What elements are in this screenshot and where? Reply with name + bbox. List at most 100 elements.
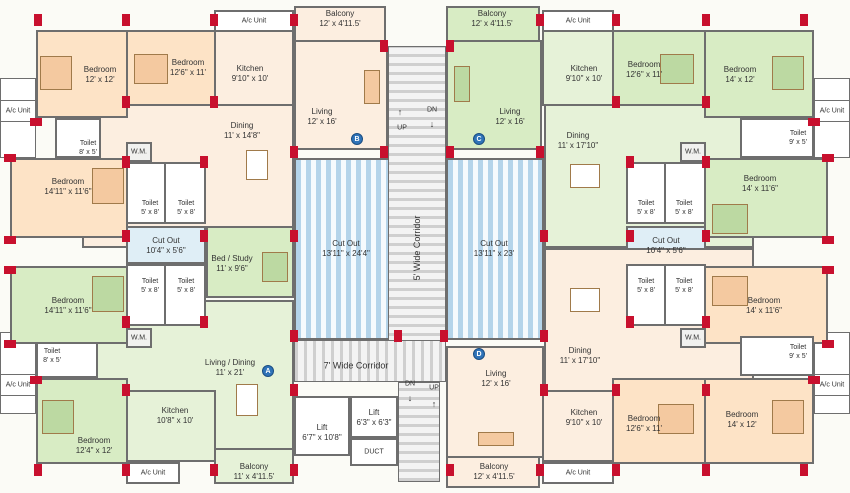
- toilet-d: [740, 336, 814, 376]
- toilet-a2: [126, 264, 166, 326]
- toilet-a3: [164, 264, 206, 326]
- ac-unit-right-2-label: A/c Unit: [819, 381, 845, 389]
- pillar: [122, 384, 130, 396]
- duct-label: DUCT: [364, 448, 384, 456]
- pillar: [200, 156, 208, 168]
- bed-b3: [92, 168, 124, 204]
- bed-b2: [134, 54, 168, 84]
- stair-dn-bottom: DN: [404, 380, 416, 388]
- pillar: [122, 464, 130, 476]
- pillar: [800, 464, 808, 476]
- pillar: [4, 266, 16, 274]
- bed-c2: [772, 56, 804, 90]
- table-c: [570, 164, 600, 188]
- ac-unit-left-2-label: A/c Unit: [5, 381, 31, 389]
- pillar: [290, 384, 298, 396]
- bed-d1: [712, 276, 748, 306]
- pillar: [30, 376, 42, 384]
- lift-2: [350, 396, 398, 438]
- bed-c1: [660, 54, 694, 84]
- wm-d-label: W.M.: [685, 334, 701, 342]
- lift-1: [294, 396, 350, 456]
- corridor-7ft-label: 7' Wide Corridor: [323, 360, 389, 371]
- pillar: [702, 14, 710, 26]
- ac-unit-left-1-label: A/c Unit: [5, 107, 31, 115]
- pillar: [210, 464, 218, 476]
- ac-unit-bottom-right-label: A/c Unit: [565, 469, 591, 477]
- pillar: [800, 14, 808, 26]
- unit-c-marker: C: [473, 133, 485, 145]
- pillar: [612, 384, 620, 396]
- pillar: [394, 330, 402, 342]
- cutout-a: [294, 158, 398, 340]
- wm-c-label: W.M.: [685, 148, 701, 156]
- pillar: [4, 154, 16, 162]
- pillar: [612, 14, 620, 26]
- ac-unit-top-right-label: A/c Unit: [565, 17, 591, 25]
- arrow-up-icon: ↑: [397, 107, 403, 117]
- pillar: [290, 230, 298, 242]
- corridor-7ft: [294, 340, 446, 382]
- pillar: [290, 330, 298, 342]
- pillar: [612, 464, 620, 476]
- pillar: [122, 316, 130, 328]
- pillar: [702, 96, 710, 108]
- pillar: [626, 230, 634, 242]
- pillar: [626, 316, 634, 328]
- unit-b-marker: B: [351, 133, 363, 145]
- arrow-down-icon: ↓: [407, 393, 413, 403]
- stair-up-top: UP: [397, 124, 407, 132]
- stairs-bottom: [398, 382, 440, 482]
- pillar: [540, 384, 548, 396]
- pillar: [200, 316, 208, 328]
- pillar: [290, 14, 298, 26]
- pillar: [536, 464, 544, 476]
- wm-a: [126, 328, 152, 348]
- pillar: [122, 96, 130, 108]
- stair-dn-top: DN: [426, 106, 438, 114]
- kitchen-a: [126, 390, 216, 462]
- pillar: [34, 14, 42, 26]
- pillar: [540, 330, 548, 342]
- pillar: [210, 14, 218, 26]
- ac-unit-left-2: [0, 374, 36, 396]
- ac-unit-top-left-label: A/c Unit: [241, 17, 267, 25]
- wm-b: [126, 142, 152, 162]
- pillar: [446, 40, 454, 52]
- unit-a-marker: A: [262, 365, 274, 377]
- table-d: [570, 288, 600, 312]
- pillar: [822, 236, 834, 244]
- toilet-d2: [626, 264, 666, 326]
- arrow-down-icon: ↓: [429, 119, 435, 129]
- unit-d-marker: D: [473, 348, 485, 360]
- living-d: [446, 346, 544, 458]
- pillar: [380, 146, 388, 158]
- sofa-d: [478, 432, 514, 446]
- toilet-b: [55, 118, 101, 158]
- pillar: [536, 14, 544, 26]
- pillar: [702, 316, 710, 328]
- pillar: [200, 230, 208, 242]
